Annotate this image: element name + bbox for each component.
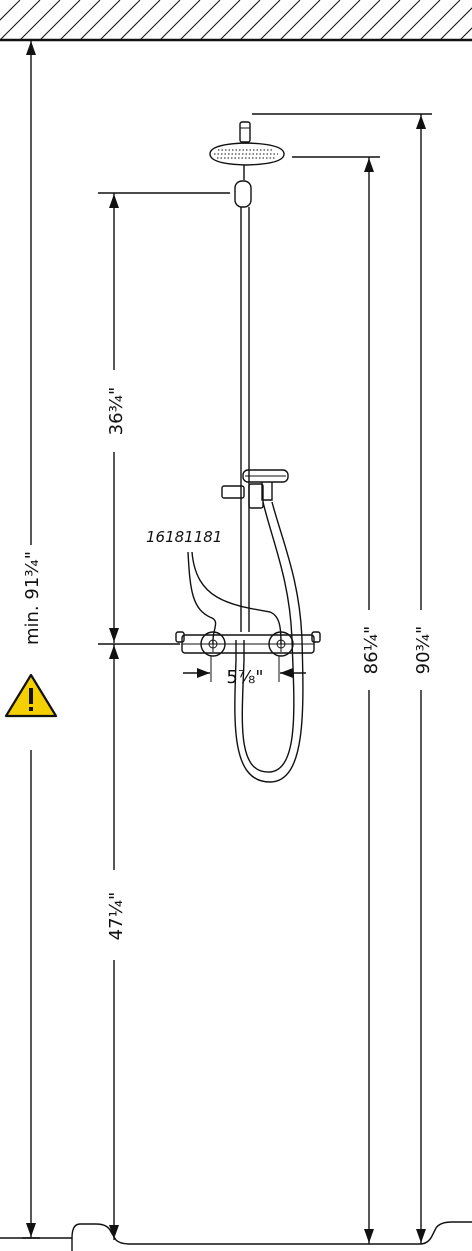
mixer-height-dimension <box>98 643 180 1240</box>
rail-height-label: 86¼" <box>361 626 382 675</box>
part-number-label: 16181181 <box>146 528 222 546</box>
total-height-label: 90¾" <box>413 626 434 675</box>
ceiling-hatch <box>0 0 472 40</box>
hand-shower <box>221 469 289 509</box>
mixer-height-label: 47¼" <box>106 892 127 941</box>
wall-bracket-top <box>234 180 252 208</box>
warning-triangle-icon <box>4 673 58 718</box>
head-to-mixer-dimension <box>98 192 230 643</box>
shower-hose-inner <box>234 501 304 783</box>
min-total-dimension <box>22 39 40 1239</box>
shower-hose <box>241 501 295 773</box>
head-to-mixer-label: 36¾" <box>106 387 127 436</box>
inlet-spacing-dimension <box>183 656 306 682</box>
thermostat-mixer <box>175 631 321 657</box>
min-total-label: min. 91¾" <box>22 551 43 645</box>
part-number-leader <box>187 551 217 645</box>
part-number-leader-2 <box>191 551 282 645</box>
inlet-spacing-label: 5⅞" <box>226 667 263 688</box>
rail-height-dimension <box>292 156 380 1244</box>
shower-head <box>209 121 285 180</box>
riser-rail <box>240 207 250 632</box>
floor-line <box>0 1221 472 1245</box>
total-height-dimension <box>252 113 432 1244</box>
